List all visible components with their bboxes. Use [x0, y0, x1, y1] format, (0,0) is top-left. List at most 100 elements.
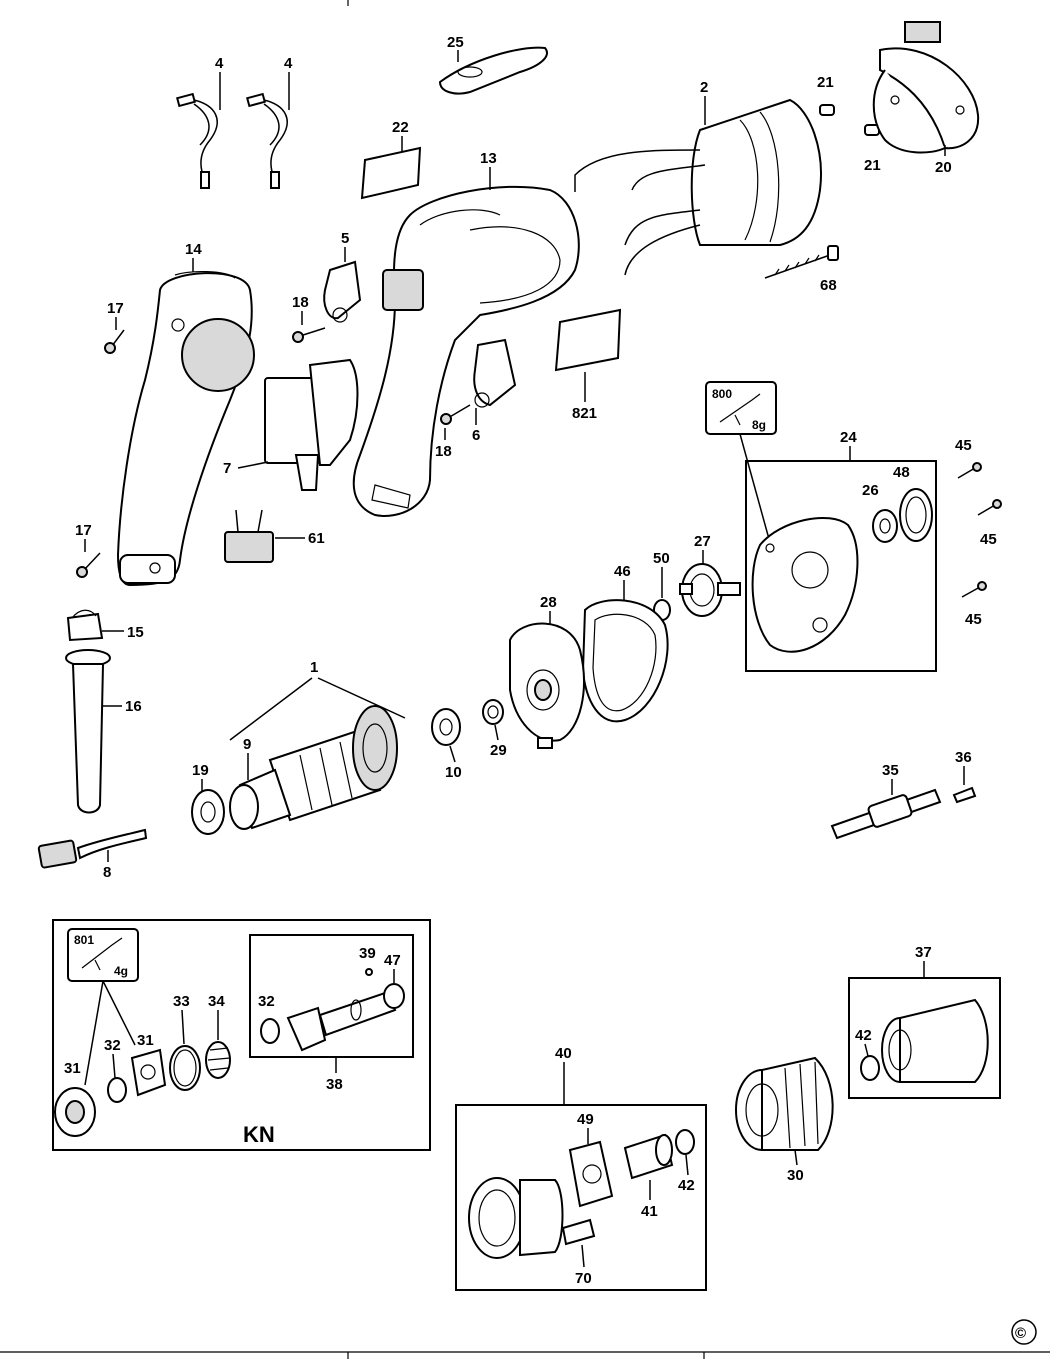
part-33-ring	[169, 1045, 201, 1091]
label-42a: 42	[678, 1177, 695, 1194]
part-41-sleeve	[623, 1133, 674, 1180]
label-49: 49	[577, 1111, 594, 1128]
label-18a: 18	[292, 294, 309, 311]
part-18-screw-a	[292, 327, 326, 343]
part-45-screw-b	[977, 499, 1002, 516]
part-30-collar	[735, 1056, 834, 1151]
label-47: 47	[384, 952, 401, 969]
label-21a: 21	[817, 74, 834, 91]
part-7-switch	[264, 358, 359, 491]
part-15-cord-clamp	[66, 609, 104, 642]
kit-label: KN	[243, 1122, 275, 1147]
label-40: 40	[555, 1045, 572, 1062]
grease-801-code: 801	[74, 933, 94, 947]
part-42-ring-a	[675, 1129, 695, 1155]
label-1: 1	[310, 659, 318, 676]
label-22: 22	[392, 119, 409, 136]
part-25-cover	[438, 46, 548, 95]
label-18b: 18	[435, 443, 452, 460]
part-31-clutch-b	[130, 1048, 167, 1097]
label-48: 48	[893, 464, 910, 481]
part-24-gear-case	[751, 517, 859, 653]
part-32-ring-a	[107, 1077, 127, 1103]
label-15: 15	[127, 624, 144, 641]
label-13: 13	[480, 150, 497, 167]
part-2-stator	[574, 98, 822, 276]
label-31b: 31	[137, 1032, 154, 1049]
label-20: 20	[935, 159, 952, 176]
label-34: 34	[208, 993, 225, 1010]
label-6: 6	[472, 427, 480, 444]
label-17a: 17	[107, 300, 124, 317]
label-38: 38	[326, 1076, 343, 1093]
box-38-inner	[249, 934, 414, 1058]
part-47-sleeve	[383, 983, 405, 1009]
label-70: 70	[575, 1270, 592, 1287]
label-4a: 4	[215, 55, 224, 72]
box-kn-kit	[52, 919, 431, 1151]
label-21b: 21	[864, 157, 881, 174]
label-14: 14	[185, 241, 202, 258]
part-38-shaft	[286, 990, 397, 1052]
part-13-housing	[352, 185, 580, 517]
part-49-clutch	[568, 1140, 614, 1208]
label-68: 68	[820, 277, 837, 294]
label-8: 8	[103, 864, 111, 881]
part-4-brush-a	[176, 92, 218, 189]
part-28-end-plate	[509, 622, 585, 749]
part-21-pin-a	[819, 104, 835, 116]
part-36-bit	[952, 786, 977, 804]
label-27: 27	[694, 533, 711, 550]
label-45b: 45	[980, 531, 997, 548]
part-61-capacitor	[224, 509, 274, 563]
part-48-gasket	[899, 488, 933, 542]
label-46: 46	[614, 563, 631, 580]
label-9: 9	[243, 736, 251, 753]
label-19: 19	[192, 762, 209, 779]
label-26: 26	[862, 482, 879, 499]
label-10: 10	[445, 764, 462, 781]
part-39-ball	[365, 968, 373, 976]
label-4b: 4	[284, 55, 293, 72]
part-10-bearing	[431, 708, 461, 746]
label-30: 30	[787, 1167, 804, 1184]
label-16: 16	[125, 698, 142, 715]
grease-800-code: 800	[712, 387, 732, 401]
part-6-brush-holder	[473, 338, 517, 408]
part-20-baffle	[872, 21, 980, 154]
label-821: 821	[572, 405, 597, 422]
part-821-label	[554, 308, 622, 372]
part-17-screw-a	[104, 329, 125, 354]
part-29-washer	[482, 699, 504, 725]
part-27-gear	[679, 563, 741, 617]
part-16-cord-protector	[65, 649, 111, 814]
label-17b: 17	[75, 522, 92, 539]
label-37: 37	[915, 944, 932, 961]
label-33: 33	[173, 993, 190, 1010]
label-45c: 45	[965, 611, 982, 628]
part-35-spindle	[830, 788, 942, 840]
label-29: 29	[490, 742, 507, 759]
label-35: 35	[882, 762, 899, 779]
label-32b: 32	[258, 993, 275, 1010]
label-28: 28	[540, 594, 557, 611]
grease-800-amount: 8g	[752, 418, 766, 432]
label-61: 61	[308, 530, 325, 547]
grease-801-box: 801 4g	[67, 928, 139, 1086]
part-8-cable	[37, 828, 148, 869]
part-18-screw-b	[440, 404, 471, 425]
box-40-nose	[455, 1104, 707, 1291]
label-24: 24	[840, 429, 857, 446]
label-31a: 31	[64, 1060, 81, 1077]
label-39: 39	[359, 945, 376, 962]
box-24-gear-case	[745, 460, 937, 672]
part-26-bearing	[872, 509, 898, 543]
label-41: 41	[641, 1203, 658, 1220]
copyright-text: ©	[1015, 1325, 1026, 1342]
grease-801-amount: 4g	[114, 964, 128, 978]
part-17-screw-b	[76, 552, 101, 578]
part-19-washer	[191, 789, 225, 835]
part-34-spring	[205, 1041, 231, 1079]
part-14-handle	[116, 271, 255, 587]
